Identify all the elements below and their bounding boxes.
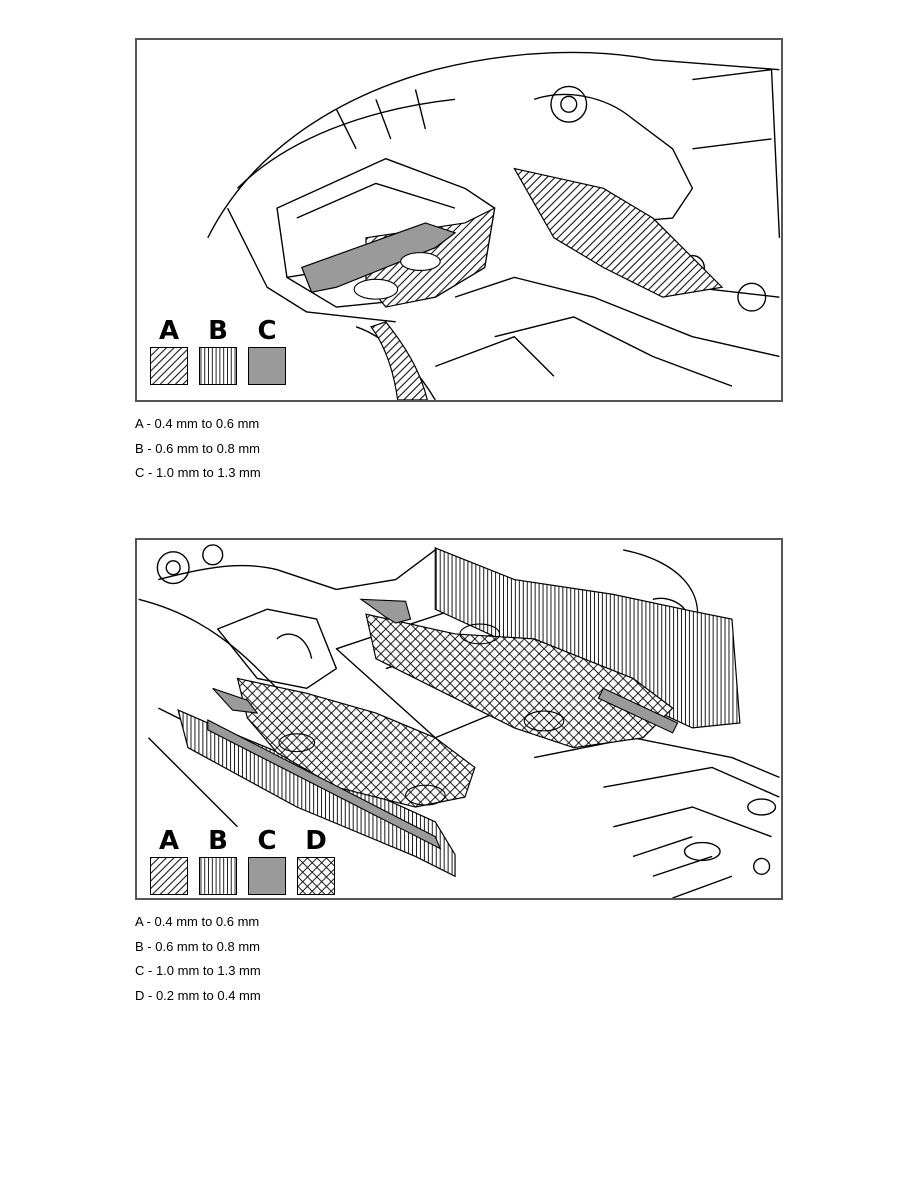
caption-a: A - 0.4 mm to 0.6 mm [135, 416, 260, 431]
legend-key-b: B [198, 317, 238, 385]
diagonal-hatch-swatch [150, 857, 188, 895]
vertical-lines-swatch [199, 347, 237, 385]
figure-floor-pan: A B C D [135, 538, 783, 900]
legend-key-a: A [149, 827, 189, 895]
legend-letter: A [158, 826, 180, 856]
figure-2-captions: A - 0.4 mm to 0.6 mm B - 0.6 mm to 0.8 m… [135, 910, 261, 1008]
crosshatch-swatch [297, 857, 335, 895]
diagonal-hatch-swatch [150, 347, 188, 385]
legend-letter: A [158, 316, 180, 346]
legend-key-b: B [198, 827, 238, 895]
floor-pan-illustration [138, 544, 780, 898]
legend-letter: C [257, 826, 277, 856]
caption-c: C - 1.0 mm to 1.3 mm [135, 963, 261, 978]
vertical-lines-swatch [199, 857, 237, 895]
front-body-shell-illustration [207, 51, 781, 400]
legend-key-d: D [296, 827, 336, 895]
solid-gray-swatch [248, 347, 286, 385]
caption-d: D - 0.2 mm to 0.4 mm [135, 987, 261, 1003]
figure-1-captions: A - 0.4 mm to 0.6 mm B - 0.6 mm to 0.8 m… [135, 412, 261, 486]
solid-gray-swatch [248, 857, 286, 895]
legend: A B C [149, 317, 287, 385]
legend-key-a: A [149, 317, 189, 385]
caption-a: A - 0.4 mm to 0.6 mm [135, 914, 260, 929]
caption-b: B - 0.6 mm to 0.8 mm [135, 440, 260, 456]
legend-letter: C [257, 316, 277, 346]
caption-c: C - 1.0 mm to 1.3 mm [135, 465, 261, 480]
legend-letter: D [305, 826, 327, 856]
figure-front-body-shell: A B C [135, 38, 783, 402]
legend-key-c: C [247, 317, 287, 385]
legend-key-c: C [247, 827, 287, 895]
legend-letter: B [208, 316, 228, 346]
legend: A B C D [149, 827, 336, 895]
caption-b: B - 0.6 mm to 0.8 mm [135, 938, 260, 954]
legend-letter: B [208, 826, 228, 856]
